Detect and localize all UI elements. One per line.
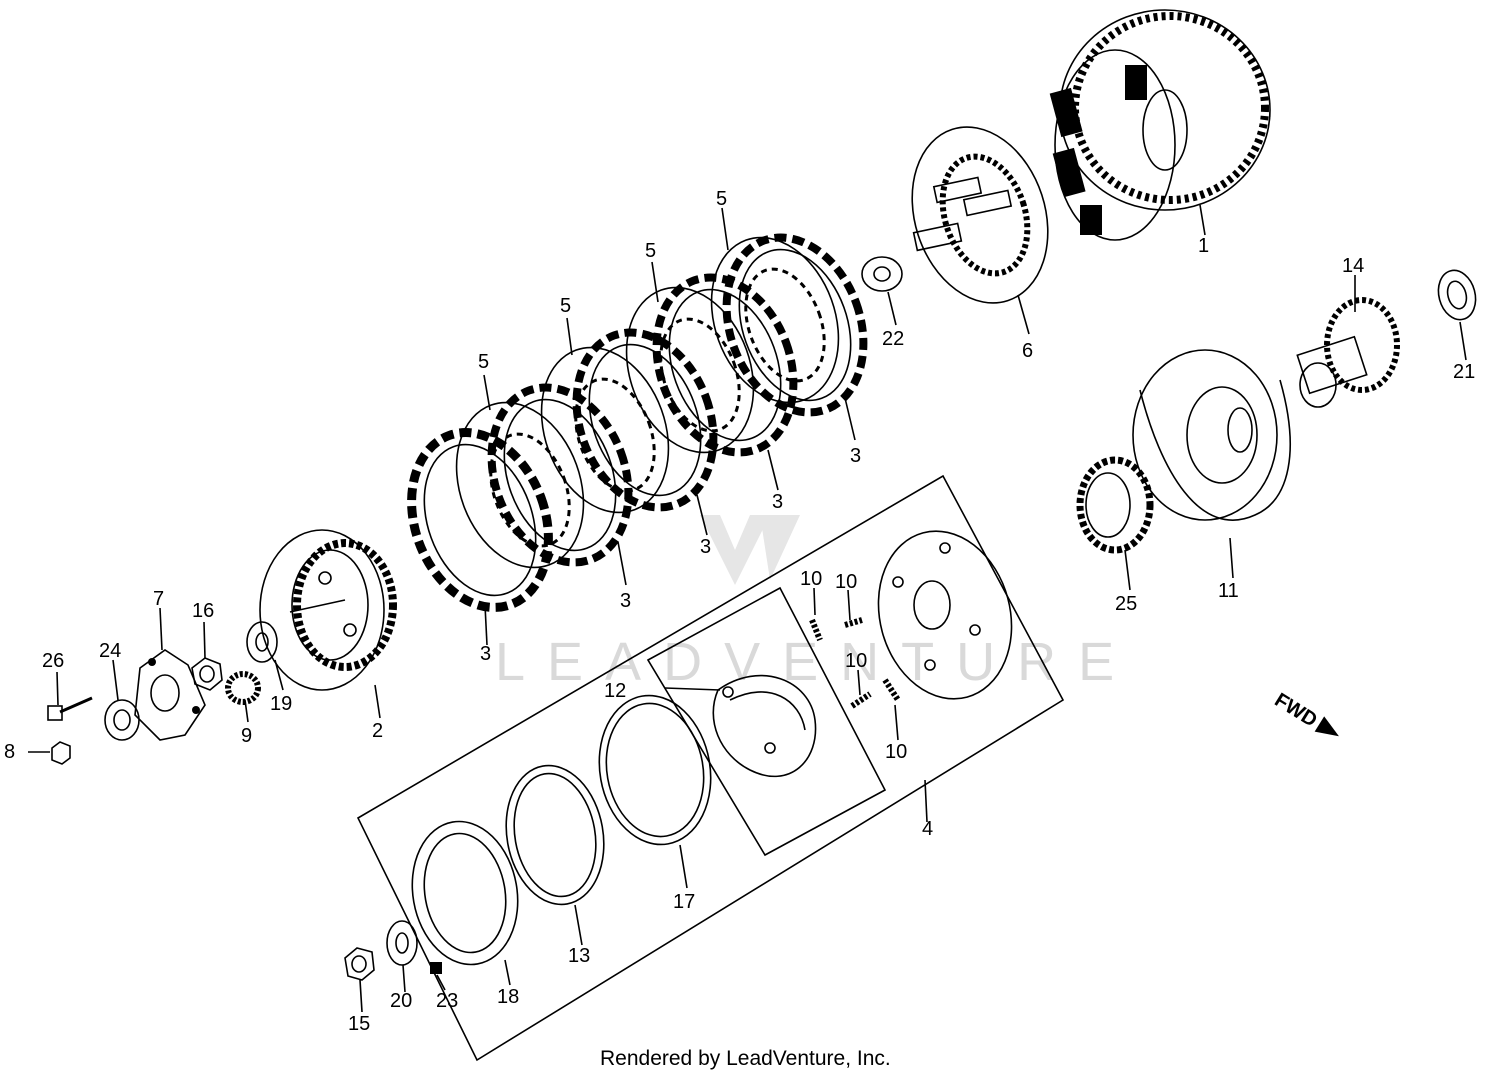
callout-21: 21 (1453, 361, 1475, 383)
callout-3d: 3 (620, 590, 631, 612)
callout-25: 25 (1115, 593, 1137, 615)
friction-disc-3a (722, 233, 868, 417)
part-10-springs (809, 617, 901, 709)
callout-17: 17 (673, 891, 695, 913)
friction-disc-3c (572, 328, 718, 512)
part-8-nut (51, 741, 71, 765)
clutch-plate-5d (455, 401, 585, 569)
callout-24: 24 (99, 640, 121, 662)
callout-15: 15 (348, 1013, 370, 1035)
leader-lines (28, 204, 1467, 1013)
callout-5c: 5 (560, 295, 571, 317)
assembly-box-4 (356, 474, 1065, 1062)
callout-12: 12 (604, 680, 626, 702)
callout-7: 7 (153, 588, 164, 610)
part-19-washer (246, 621, 278, 663)
callout-2: 2 (372, 720, 383, 742)
friction-disc-3e (407, 428, 553, 612)
clutch-plate-5b (625, 286, 755, 454)
part-18-plate (411, 820, 519, 966)
part-26-bolt (47, 696, 93, 721)
fwd-arrow-icon (1314, 716, 1339, 737)
clutch-disc-stack (407, 233, 868, 612)
friction-disc-3d (487, 383, 633, 567)
part-9-spring (225, 671, 261, 705)
callout-5b: 5 (645, 240, 656, 262)
callout-18: 18 (497, 986, 519, 1008)
friction-disc-3b (652, 273, 798, 457)
callout-23: 23 (436, 990, 458, 1012)
part-2-clutch-center (259, 529, 397, 691)
callout-16: 16 (192, 600, 214, 622)
part-12-clutch-weight (712, 674, 817, 778)
part-15-nut (344, 947, 375, 981)
callout-1: 1 (1198, 235, 1209, 257)
callout-labels: 1 2 3 3 3 3 3 3 4 5 5 5 5 5 6 7 8 9 10 1… (4, 188, 1475, 1035)
fwd-text: FWD (1271, 689, 1321, 732)
callout-3b: 3 (772, 491, 783, 513)
callout-10a: 10 (800, 568, 822, 590)
part-13-friction-ring (505, 764, 605, 906)
watermark: LEADVENTURE (495, 515, 1136, 692)
part-17-plate (598, 694, 712, 846)
part-24-bearing (104, 699, 140, 741)
callout-3c: 3 (700, 536, 711, 558)
callout-10b: 10 (835, 571, 857, 593)
callout-10d: 10 (885, 741, 907, 763)
callout-5a: 5 (716, 188, 727, 210)
callout-10c: 10 (845, 650, 867, 672)
part-23-bolt (430, 962, 442, 974)
callout-14: 14 (1342, 255, 1364, 277)
part-21-washer (1437, 269, 1477, 321)
callout-8: 8 (4, 741, 15, 763)
callout-22: 22 (882, 328, 904, 350)
callout-13: 13 (568, 945, 590, 967)
callout-9: 9 (241, 725, 252, 747)
part-4-drive-plate (877, 530, 1013, 700)
callout-4: 4 (922, 818, 933, 840)
callout-26: 26 (42, 650, 64, 672)
watermark-text: LEADVENTURE (495, 632, 1136, 692)
part-6-driven-plate (911, 126, 1049, 304)
callout-19: 19 (270, 693, 292, 715)
part-14-gear (1296, 297, 1400, 408)
fwd-indicator: FWD (1271, 689, 1339, 737)
callout-5d: 5 (478, 351, 489, 373)
clutch-plate-5a (710, 236, 840, 404)
callout-3a: 3 (850, 445, 861, 467)
footer-credit: Rendered by LeadVenture, Inc. (600, 1047, 891, 1070)
assembly-box-12 (646, 586, 887, 857)
callout-20: 20 (390, 990, 412, 1012)
callout-6: 6 (1022, 340, 1033, 362)
part-20-washer (386, 920, 418, 966)
callout-11: 11 (1218, 580, 1239, 602)
part-1-clutch-outer (1049, 9, 1271, 241)
part-22-washer (861, 256, 903, 292)
part-11-clutch-drum (1132, 349, 1291, 521)
part-25-one-way-bearing (1076, 456, 1154, 554)
callout-3e: 3 (480, 643, 491, 665)
part-7-lifter-plate (134, 649, 206, 741)
